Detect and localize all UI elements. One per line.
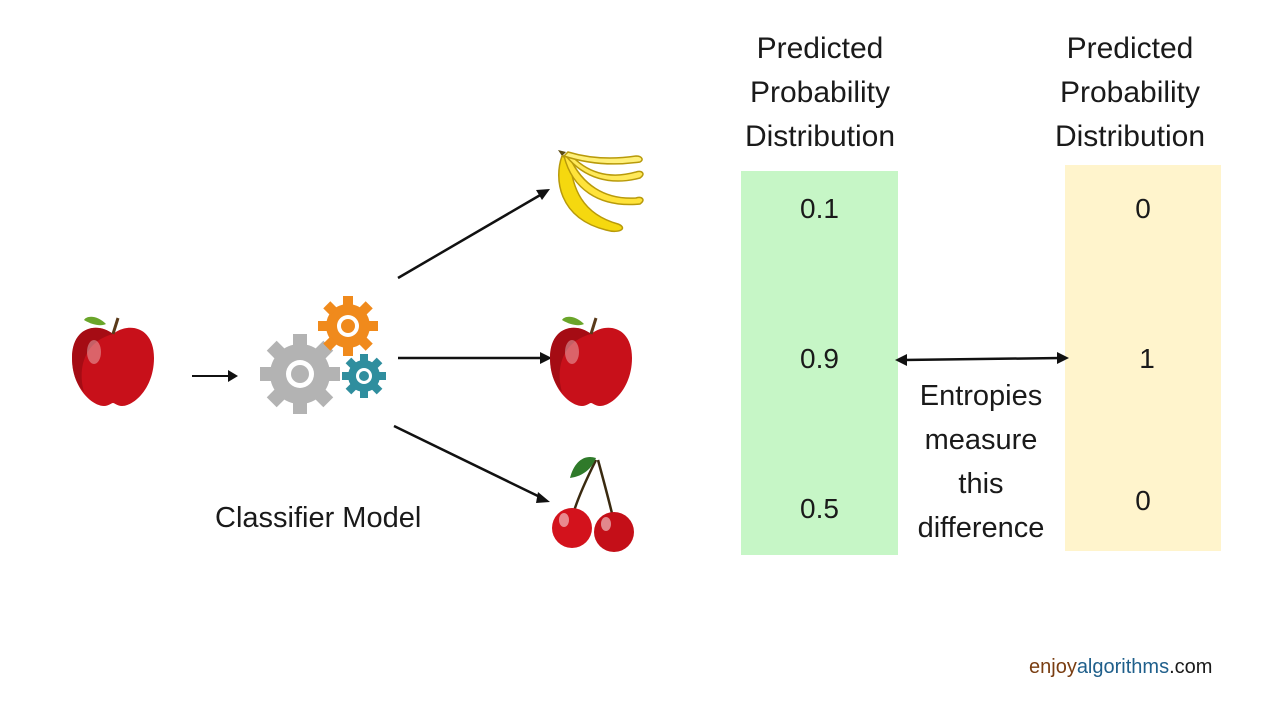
banana-icon <box>558 150 644 233</box>
note-line-1: Entropies <box>919 380 1043 412</box>
classifier-model-label: Classifier Model <box>215 502 422 534</box>
cherry-icon <box>552 456 634 552</box>
arrow-to-cherry <box>393 424 543 500</box>
output-apple-icon <box>550 316 632 406</box>
entropy-note: Entropies measure this difference <box>900 374 1062 550</box>
arrow-to-banana <box>397 192 543 280</box>
true-value-cherry: 0 <box>1135 485 1151 516</box>
note-line-2: measure <box>924 424 1038 456</box>
predicted-value-apple: 0.9 <box>800 343 839 374</box>
brand-part-algorithms: algorithms <box>1076 656 1170 678</box>
input-apple-icon <box>72 316 154 406</box>
left-column-header: Predicted Probability Distribution <box>720 27 920 159</box>
note-line-3: this <box>958 468 1004 500</box>
brand-part-enjoy: enjoy <box>1029 656 1077 678</box>
predicted-value-banana: 0.1 <box>800 193 839 224</box>
difference-double-arrow <box>895 352 1069 366</box>
left-header-line-3: Distribution <box>744 120 896 153</box>
left-header-line-2: Probability <box>749 76 891 109</box>
right-header-line-1: Predicted <box>1066 32 1194 65</box>
brand-footer: enjoyalgorithms.com <box>1029 656 1212 679</box>
left-header-line-1: Predicted <box>756 32 884 65</box>
right-header-line-2: Probability <box>1059 76 1201 109</box>
note-line-4: difference <box>917 512 1045 544</box>
predicted-probability-box: 0.1 0.9 0.5 <box>741 171 898 555</box>
right-column-header: Predicted Probability Distribution <box>1030 27 1230 159</box>
brand-part-domain: .com <box>1169 656 1213 678</box>
classifier-output-arrows <box>393 189 552 503</box>
right-header-line-3: Distribution <box>1054 120 1206 153</box>
gears-icon <box>260 296 386 414</box>
true-value-banana: 0 <box>1135 193 1151 224</box>
true-value-apple: 1 <box>1139 343 1155 374</box>
input-arrow <box>192 370 238 382</box>
true-distribution-box: 0 1 0 <box>1065 165 1221 551</box>
predicted-value-cherry: 0.5 <box>800 493 839 524</box>
